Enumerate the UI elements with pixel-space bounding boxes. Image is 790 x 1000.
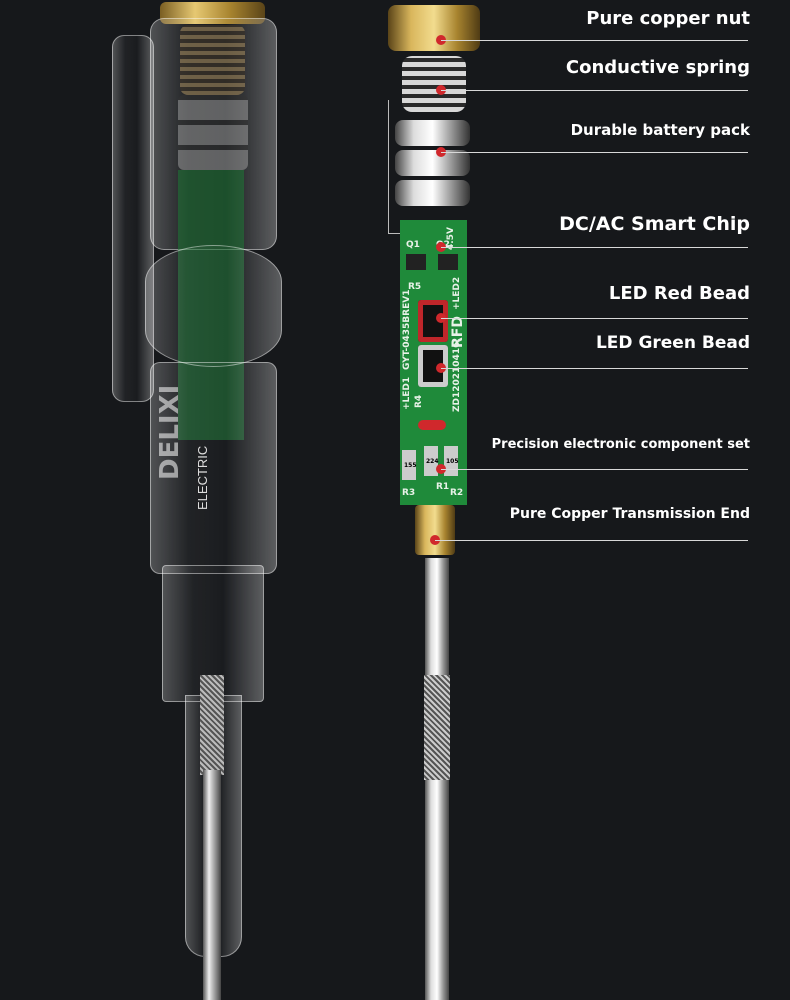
callout-line xyxy=(441,90,748,91)
pcb-led1: +LED1 xyxy=(402,376,412,410)
battery-3 xyxy=(395,180,470,206)
pcb-r5: R5 xyxy=(408,282,422,292)
callout-line xyxy=(441,152,748,153)
callout-line xyxy=(441,469,748,470)
transistor-q1 xyxy=(406,254,426,270)
callout-label: Conductive spring xyxy=(565,57,750,78)
res-a: 155 xyxy=(404,462,417,469)
callout-label: DC/AC Smart Chip xyxy=(559,213,750,235)
pen-body-bulge xyxy=(145,245,282,367)
callout-line xyxy=(441,40,748,41)
pcb-r4: R4 xyxy=(414,394,424,408)
callout-label: Pure copper nut xyxy=(586,8,750,29)
pcb-model: GYT-0435BREV1 xyxy=(402,289,412,370)
bracket-line xyxy=(388,100,401,234)
pen-knurl xyxy=(200,675,224,775)
pcb-r3: R3 xyxy=(402,488,416,498)
res-b: 224 xyxy=(426,458,439,465)
probe-knurl xyxy=(424,675,450,780)
resistor-r3: 155 xyxy=(402,450,417,480)
pen-clip xyxy=(112,35,154,402)
battery-1 xyxy=(395,120,470,146)
pen-brand-logo: DELIXI xyxy=(155,384,185,480)
callout-label: Durable battery pack xyxy=(570,121,750,139)
callout-label: LED Green Bead xyxy=(595,333,750,353)
pcb-board: 4.5V Q1 Q2 R5 +LED2 GYT-0435BREV1 RFD ZD… xyxy=(400,220,467,505)
callout-line xyxy=(435,540,748,541)
pen-shaft xyxy=(203,770,221,1000)
pcb-q1: Q1 xyxy=(406,240,420,250)
pen-spring xyxy=(180,25,245,95)
resistor-105: 105 xyxy=(444,446,459,476)
diode xyxy=(418,420,446,430)
callout-line xyxy=(441,318,748,319)
copper-end xyxy=(415,505,455,555)
callout-line xyxy=(441,247,748,248)
battery-2 xyxy=(395,150,470,176)
copper-nut xyxy=(388,5,480,51)
pen-body-lower xyxy=(150,362,277,574)
callout-line xyxy=(441,368,748,369)
pcb-r1: R1 xyxy=(436,482,450,492)
pen-brand-sub: ELECTRIC xyxy=(195,445,210,510)
transistor-q2 xyxy=(438,254,458,270)
pcb-r2: R2 xyxy=(450,488,464,498)
pcb-date-code: ZD120210416 xyxy=(452,341,462,412)
pen-cap-nut xyxy=(160,2,265,24)
res-c: 105 xyxy=(446,458,459,465)
callout-label: Pure Copper Transmission End xyxy=(509,506,750,522)
resistor-224: 224 xyxy=(424,446,439,476)
callout-label: LED Red Bead xyxy=(608,283,750,304)
pen-batteries xyxy=(178,95,248,170)
pcb-led2: +LED2 xyxy=(452,276,462,310)
conductive-spring xyxy=(402,56,466,112)
callout-label: Precision electronic component set xyxy=(491,437,750,452)
